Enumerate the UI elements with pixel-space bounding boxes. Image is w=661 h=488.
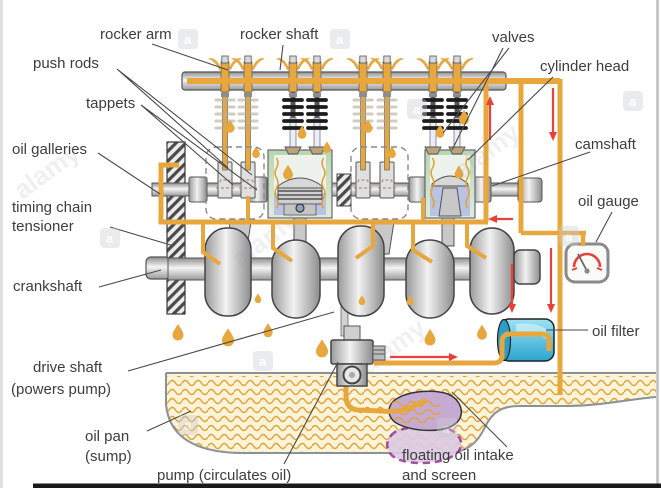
watermark-tile-letter: a <box>629 94 637 109</box>
watermark-tile-letter: a <box>413 102 421 117</box>
valves <box>289 90 461 149</box>
label-drive-shaft: drive shaft <box>33 359 103 376</box>
crankshaft-stub <box>145 256 171 280</box>
label-valves: valves <box>492 29 535 46</box>
label-rocker-arm: rocker arm <box>100 26 172 43</box>
label-oil-gauge: oil gauge <box>578 193 639 210</box>
label-powers-pump: (powers pump) <box>11 381 111 398</box>
cylinder-2 <box>424 149 476 219</box>
oil-filter <box>496 318 555 362</box>
ghost-springs <box>214 98 398 130</box>
camshaft-end-journal <box>517 177 543 203</box>
crank-oil-feeds <box>201 222 488 266</box>
valve-heads <box>284 146 466 155</box>
label-rocker-shaft: rocker shaft <box>240 26 319 43</box>
timing-chain <box>166 141 186 315</box>
cylinder-1 <box>267 149 333 219</box>
label-and-screen: and screen <box>402 467 476 484</box>
oil-pump <box>330 325 386 387</box>
label-tappets: tappets <box>86 95 135 112</box>
gauge-needle <box>577 253 588 272</box>
gauge-scale <box>572 252 602 268</box>
watermark-tile-letter: a <box>259 354 267 369</box>
label-oil-galleries: oil galleries <box>12 141 87 158</box>
label-sump: (sump) <box>85 448 132 465</box>
leader-lines <box>97 43 613 465</box>
floating-oil-intake-screen <box>386 390 463 465</box>
oil-gauge <box>564 242 610 284</box>
label-push-rods: push rods <box>33 55 99 72</box>
label-pump: pump (circulates oil) <box>157 467 291 484</box>
label-floating-oil-intake: floating oil intake <box>402 447 514 464</box>
watermark-tile-letter: a <box>106 231 114 246</box>
tappet-boxes <box>205 146 409 220</box>
labels: rocker arm rocker shaft valves push rods… <box>11 26 640 484</box>
pipe-pump-to-filter <box>374 331 552 366</box>
pipe-intake <box>343 374 428 414</box>
label-timing-chain: timing chain <box>12 199 92 216</box>
watermark-tile-letter: a <box>336 32 344 47</box>
label-oil-pan: oil pan <box>85 428 129 445</box>
label-tensioner: tensioner <box>12 218 74 235</box>
rocker-arms <box>220 55 462 93</box>
flow-arrows <box>390 88 557 361</box>
label-oil-filter: oil filter <box>592 323 640 340</box>
label-crankshaft: crankshaft <box>13 278 83 295</box>
footer-bar <box>33 483 661 488</box>
watermark-tile-letter: a <box>184 32 192 47</box>
oil-pipes <box>158 78 586 414</box>
label-camshaft: camshaft <box>575 136 637 153</box>
valve-springs <box>282 98 468 130</box>
label-cylinder-head: cylinder head <box>540 58 629 75</box>
crankshaft <box>145 211 541 337</box>
ghost-valve-seats <box>214 179 398 189</box>
